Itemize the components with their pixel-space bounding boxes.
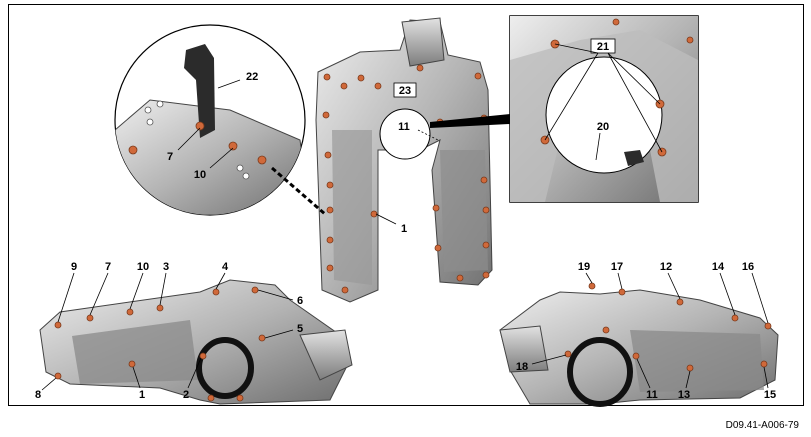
callout-23: 23 (399, 85, 411, 97)
callout-15: 15 (764, 389, 776, 401)
callout-10-detail: 10 (194, 169, 206, 181)
callout-18: 18 (516, 361, 528, 373)
callout-2: 2 (183, 389, 189, 401)
detail-circle-left: 22 7 10 (114, 24, 326, 216)
callout-11: 11 (646, 389, 658, 401)
detail-box-right: 21 20 (430, 15, 699, 203)
callout-8: 8 (35, 389, 41, 401)
callout-17: 17 (611, 261, 623, 273)
callout-5: 5 (297, 323, 303, 335)
callout-22: 22 (246, 71, 258, 83)
callout-16: 16 (742, 261, 754, 273)
callout-7-detail: 7 (167, 151, 173, 163)
callout-3: 3 (163, 261, 169, 273)
callout-21: 21 (597, 41, 609, 53)
callout-12: 12 (660, 261, 672, 273)
document-id: D09.41-A006-79 (725, 420, 799, 431)
callout-19: 19 (578, 261, 590, 273)
callout-9: 9 (71, 261, 77, 273)
callout-7: 7 (105, 261, 111, 273)
left-manifold: 9 7 10 3 4 6 5 8 1 2 (35, 261, 353, 405)
callout-4: 4 (222, 261, 229, 273)
callout-14: 14 (712, 261, 725, 273)
callout-1-top: 1 (401, 223, 407, 235)
right-manifold: 19 17 12 14 16 18 11 13 15 (499, 261, 779, 407)
callout-13: 13 (678, 389, 690, 401)
callout-20: 20 (597, 121, 609, 133)
callout-1: 1 (139, 389, 145, 401)
upper-manifold-assembly: 23 11 1 (315, 17, 493, 303)
callout-10: 10 (137, 261, 149, 273)
callout-11-top: 11 (398, 121, 410, 133)
callout-6: 6 (297, 295, 303, 307)
